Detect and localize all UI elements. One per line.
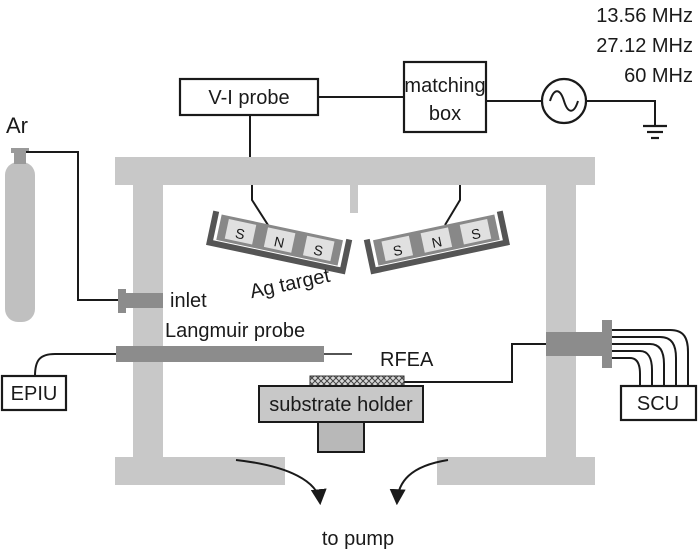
- vacuum-chamber: [115, 157, 595, 485]
- magnet-pole: N: [273, 233, 286, 251]
- right-magnetron: S N S: [363, 210, 510, 275]
- magnet-pole: N: [430, 233, 443, 251]
- magnet-pole: S: [470, 225, 482, 243]
- matching-box-label: matching: [404, 75, 485, 97]
- frequency-label: 13.56 MHz: [596, 5, 693, 27]
- pump-flow-arrow-left: [235, 459, 327, 506]
- vi-probe-label: V-I probe: [208, 87, 289, 109]
- rfea-wire: [403, 343, 546, 383]
- matching-box-label: box: [429, 103, 461, 125]
- rfea-sensor: [309, 375, 405, 387]
- rfea-label: RFEA: [380, 349, 434, 371]
- rf-generator: [540, 77, 667, 140]
- inlet-flange: [118, 289, 126, 313]
- epiu-wire: [34, 353, 116, 377]
- argon-cylinder: Ar: [5, 113, 35, 322]
- chamber-top-wall: [115, 157, 595, 185]
- magnet-pole: S: [234, 225, 246, 243]
- left-magnetron: S N S: [206, 210, 353, 275]
- target-separator: [350, 185, 358, 213]
- scu-label: SCU: [637, 393, 679, 415]
- scu-box: [619, 384, 698, 422]
- ag-target-label: Ag target: [248, 265, 332, 303]
- ground-icon: [643, 124, 667, 140]
- target-holder: [363, 210, 510, 275]
- scu-flange: [602, 320, 612, 368]
- to-pump-label: to pump: [322, 528, 394, 550]
- epiu-label: EPIU: [11, 383, 58, 405]
- right-target-feed: [444, 185, 461, 226]
- epiu-box: [0, 374, 68, 412]
- pump-flow-arrow-right: [389, 459, 449, 506]
- gas-line: [26, 151, 118, 301]
- scu-cables: [612, 329, 689, 386]
- substrate-holder-stem: [317, 421, 365, 453]
- scu-feedthrough: [546, 332, 602, 356]
- frequency-label: 60 MHz: [624, 65, 693, 87]
- inlet-label: inlet: [170, 290, 207, 312]
- inlet-port: [126, 293, 163, 308]
- chamber-bottom-left-wall: [115, 457, 285, 485]
- vi-probe-box: [178, 77, 320, 117]
- matching-box: [402, 60, 488, 134]
- left-target-feed: [251, 185, 269, 226]
- gas-bottle: [5, 162, 35, 322]
- rf-frequencies: 13.56 MHz 27.12 MHz 60 MHz: [596, 5, 693, 87]
- chamber-left-wall: [133, 185, 163, 470]
- argon-label: Ar: [6, 113, 28, 138]
- langmuir-probe-label: Langmuir probe: [165, 320, 305, 342]
- sine-wave-icon: [549, 90, 579, 112]
- bottle-valve: [14, 152, 26, 164]
- magnet-pole: S: [391, 242, 403, 260]
- substrate-holder: [258, 385, 424, 423]
- chamber-bottom-right-wall: [437, 457, 595, 485]
- langmuir-probe-shaft: [116, 346, 324, 362]
- target-holder: [206, 210, 353, 275]
- magnet-pole: S: [312, 242, 324, 260]
- frequency-label: 27.12 MHz: [596, 35, 693, 57]
- ground-wire: [586, 100, 656, 126]
- chamber-right-wall: [546, 185, 576, 470]
- substrate-holder-label: substrate holder: [269, 394, 413, 416]
